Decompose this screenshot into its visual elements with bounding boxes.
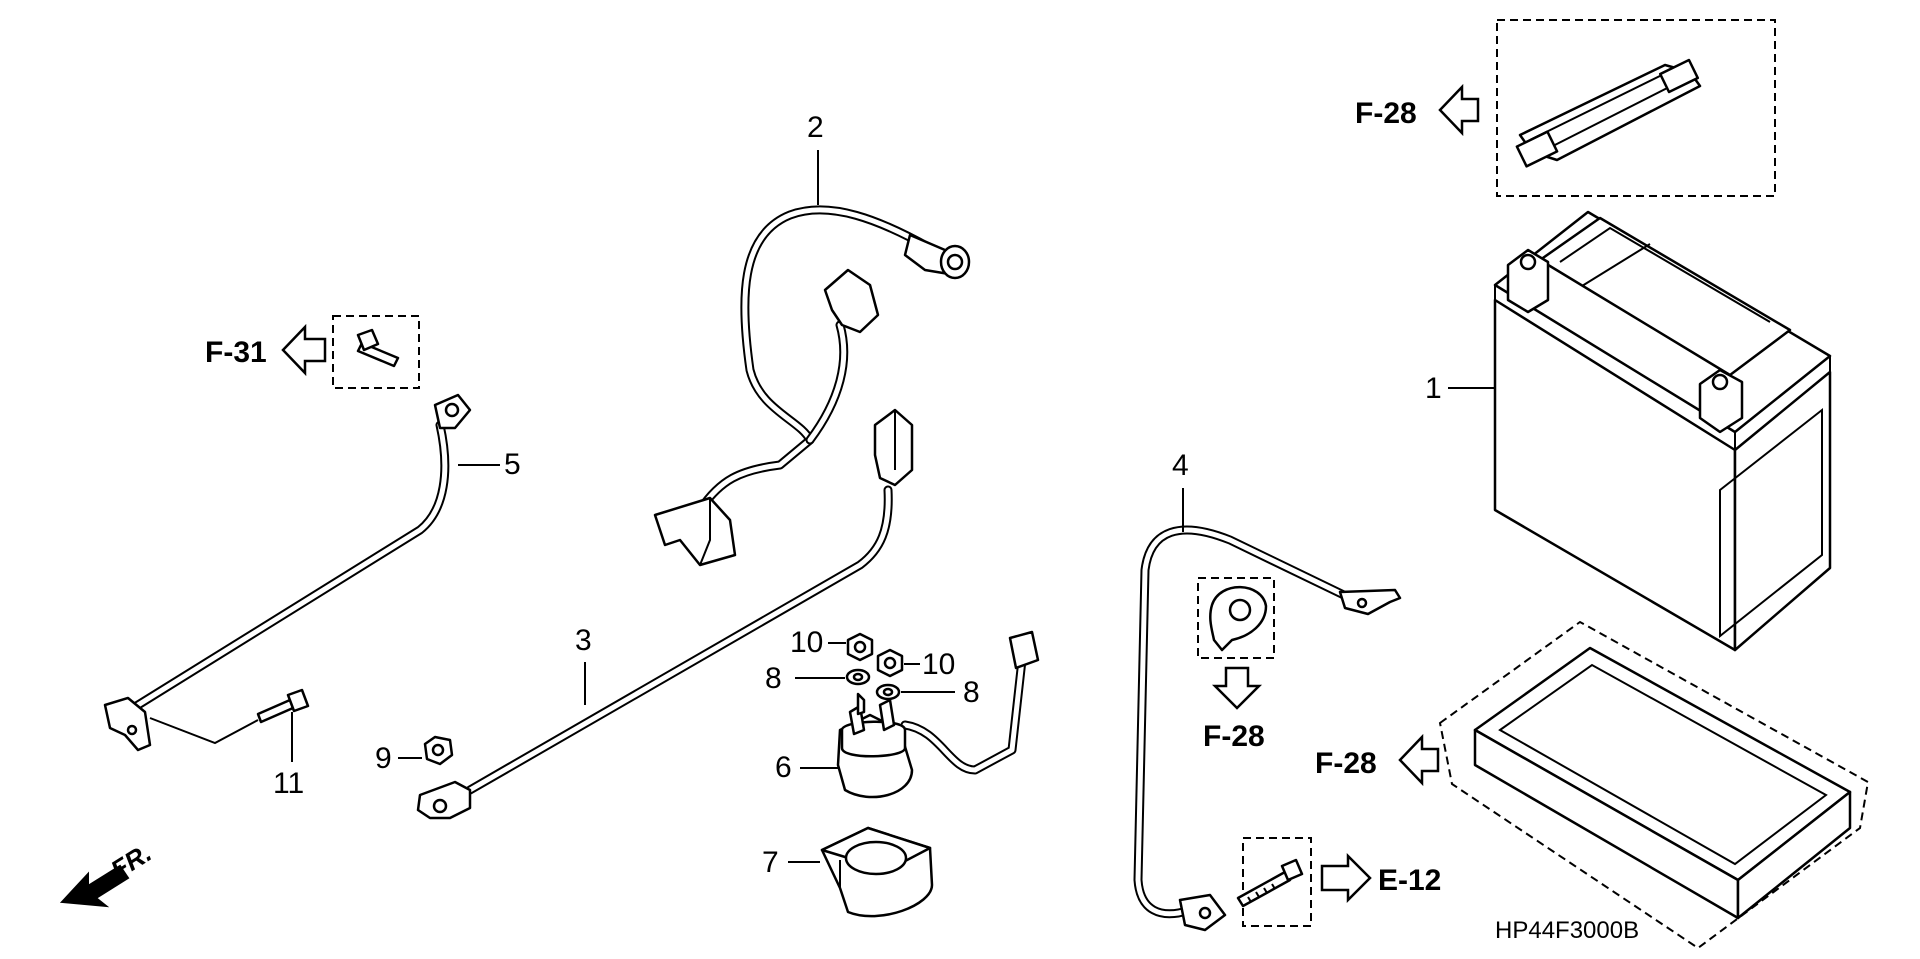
ref-f28-strap: F-28 bbox=[1355, 97, 1417, 130]
washer-8-right bbox=[875, 683, 901, 701]
relay-mount bbox=[820, 826, 934, 918]
battery-strap bbox=[1496, 19, 1776, 197]
callout-8b: 8 bbox=[963, 676, 980, 709]
callout-3: 3 bbox=[575, 624, 592, 657]
terminal-cover bbox=[1197, 577, 1275, 659]
starter-cable bbox=[416, 408, 914, 820]
callout-4: 4 bbox=[1172, 449, 1189, 482]
ref-arrow-f28-strap: F-28 bbox=[1355, 83, 1480, 137]
ground-bolt bbox=[1236, 837, 1312, 927]
bolt-11 bbox=[256, 688, 310, 724]
nut-9 bbox=[423, 735, 454, 766]
drawing-code: HP44F3000B bbox=[1495, 917, 1639, 944]
callout-5: 5 bbox=[504, 448, 521, 481]
callout-2: 2 bbox=[807, 111, 824, 144]
callout-11: 11 bbox=[273, 767, 304, 800]
ref-arrow-f28-tray: F-28 bbox=[1315, 733, 1440, 787]
starter-relay bbox=[836, 630, 1040, 799]
ref-arrow-e12: E-12 bbox=[1320, 852, 1441, 904]
ref-f28-tray: F-28 bbox=[1315, 747, 1377, 780]
callout-7: 7 bbox=[762, 846, 779, 879]
ref-f28-cover: F-28 bbox=[1203, 720, 1265, 753]
nut-10-left bbox=[846, 632, 874, 662]
positive-bolt bbox=[332, 315, 420, 389]
callout-6: 6 bbox=[775, 751, 792, 784]
callout-10a: 10 bbox=[790, 626, 823, 659]
sub-harness bbox=[653, 205, 971, 567]
negative-cable bbox=[1133, 525, 1402, 932]
ref-arrow-f31: F-31 bbox=[205, 323, 327, 377]
callout-9: 9 bbox=[375, 742, 392, 775]
battery-tray bbox=[1438, 620, 1870, 950]
leader-11a bbox=[149, 717, 259, 745]
front-direction-arrow: FR. bbox=[59, 837, 157, 908]
callout-1: 1 bbox=[1425, 372, 1442, 405]
ref-e12: E-12 bbox=[1378, 864, 1441, 897]
positive-cable bbox=[103, 393, 472, 752]
washer-8-left bbox=[845, 668, 871, 686]
battery bbox=[1493, 210, 1832, 652]
callout-10b: 10 bbox=[922, 648, 955, 681]
ref-f31: F-31 bbox=[205, 336, 267, 369]
callout-8a: 8 bbox=[765, 662, 782, 695]
ref-arrow-f28-cover: F-28 bbox=[1203, 666, 1265, 753]
nut-10-right bbox=[876, 648, 904, 678]
